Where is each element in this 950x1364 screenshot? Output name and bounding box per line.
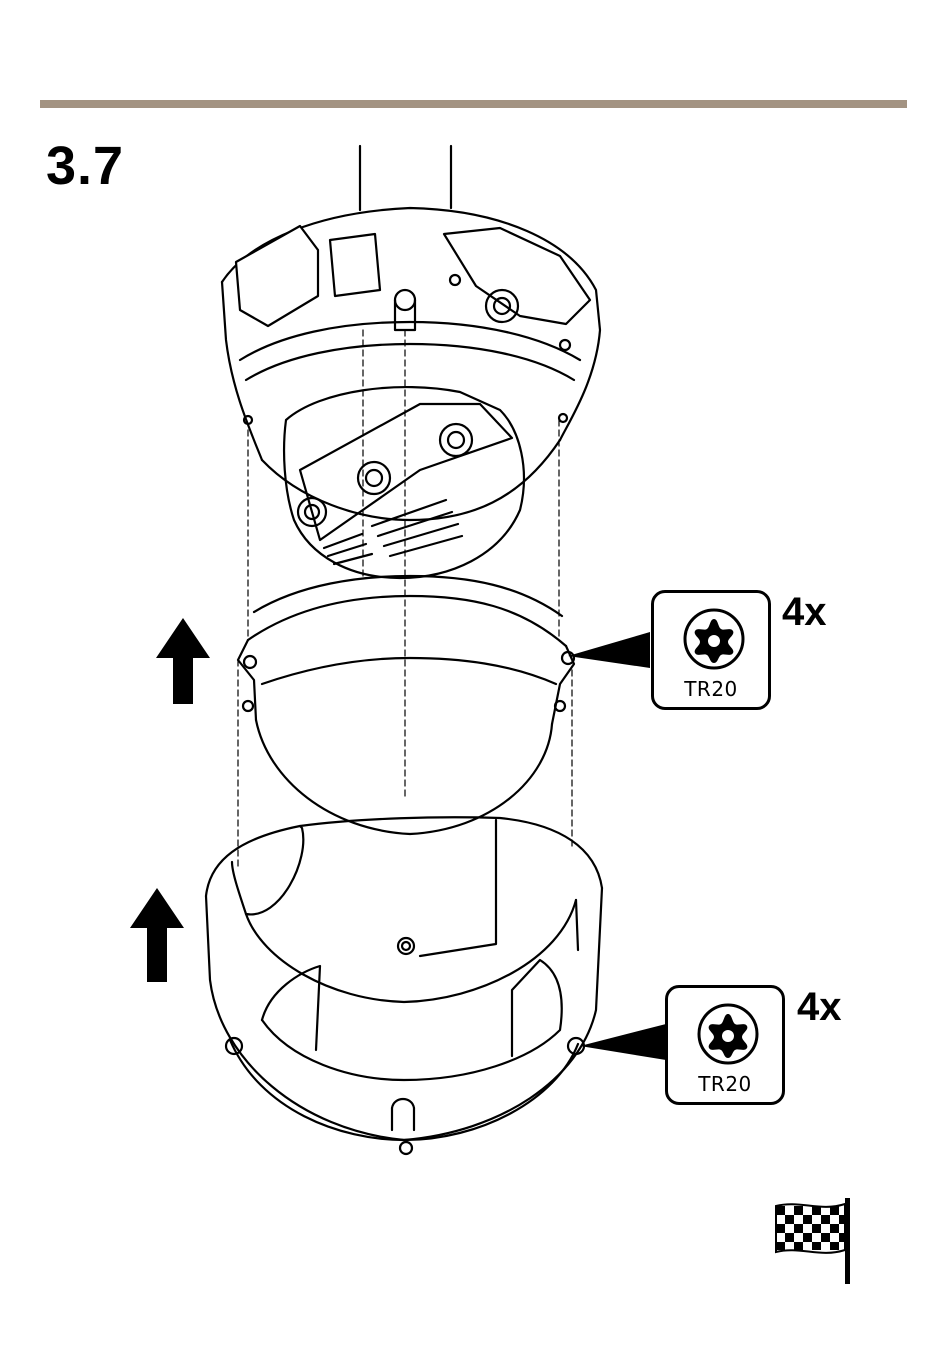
- alignment-guides: [238, 330, 572, 870]
- tool-callout: TR20: [651, 590, 771, 710]
- quantity-label: 4x: [797, 985, 842, 1029]
- up-arrow-icon: [130, 888, 184, 982]
- inner-dome: [238, 576, 574, 834]
- tool-label: TR20: [668, 1072, 782, 1096]
- tool-callout: TR20: [665, 985, 785, 1105]
- camera-head: [284, 387, 524, 578]
- outer-cover-ring: [206, 817, 602, 1154]
- torx-screw-icon: [682, 607, 746, 671]
- callout-pointer-top: [568, 632, 650, 668]
- camera-mount-housing: [222, 208, 600, 520]
- quantity-label: 4x: [782, 590, 827, 634]
- callout-pointer-bottom: [580, 1024, 666, 1060]
- checkered-flag-icon: [776, 1198, 850, 1284]
- up-arrow-icon: [156, 618, 210, 704]
- torx-screw-icon: [696, 1002, 760, 1066]
- tool-label: TR20: [654, 677, 768, 701]
